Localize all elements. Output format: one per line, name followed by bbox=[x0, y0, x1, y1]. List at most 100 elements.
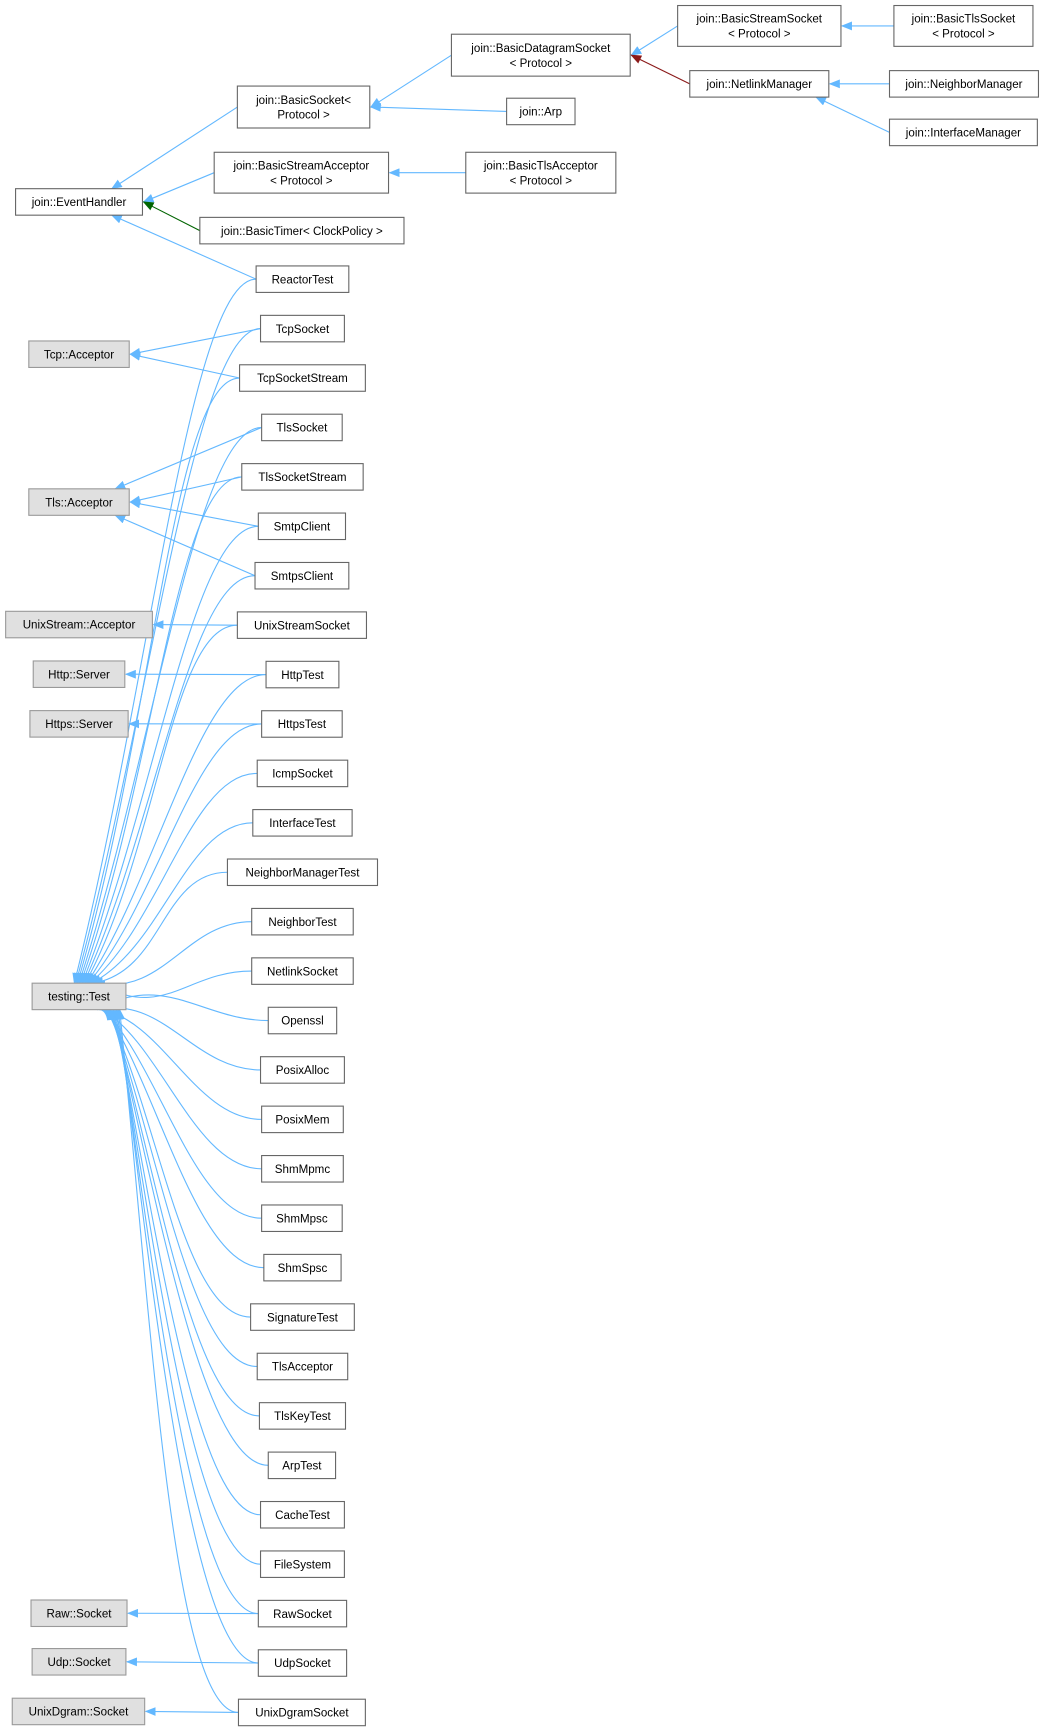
class-node-tlssocketstream[interactable]: TlsSocketStream bbox=[241, 463, 364, 491]
edge-tlssocket-to-testingtest bbox=[77, 426, 262, 985]
node-box bbox=[236, 85, 371, 129]
node-label: Http::Server bbox=[48, 669, 110, 681]
class-node-basictlsacceptor[interactable]: join::BasicTlsAcceptor< Protocol > bbox=[465, 151, 617, 194]
class-node-signaturetest[interactable]: SignatureTest bbox=[250, 1303, 355, 1331]
class-node-reactortest[interactable]: ReactorTest bbox=[255, 265, 350, 293]
node-label: Tls::Acceptor bbox=[45, 497, 113, 509]
class-node-interfacemanager[interactable]: join::InterfaceManager bbox=[888, 118, 1038, 147]
class-node-basicsocket[interactable]: join::BasicSocket<Protocol > bbox=[236, 85, 371, 129]
node-label: < Protocol > bbox=[510, 175, 573, 187]
node-box bbox=[29, 710, 129, 738]
edge-reactortest-to-eventhandler bbox=[110, 214, 257, 280]
node-label: testing::Test bbox=[48, 992, 111, 1004]
node-label: RawSocket bbox=[273, 1609, 332, 1621]
node-box bbox=[261, 1155, 344, 1183]
class-node-unixdgramsocketbase: UnixDgram::Socket bbox=[11, 1697, 146, 1726]
class-node-icmpsocket[interactable]: IcmpSocket bbox=[256, 759, 349, 788]
class-node-tlssocket[interactable]: TlsSocket bbox=[261, 413, 343, 442]
edge-icmpsocket-to-testingtest bbox=[89, 772, 258, 984]
class-node-basicdatagramsocket[interactable]: join::BasicDatagramSocket< Protocol > bbox=[450, 33, 631, 77]
class-node-unixdgramsocket[interactable]: UnixDgramSocket bbox=[237, 1698, 366, 1727]
class-node-neighbormanager[interactable]: join::NeighborManager bbox=[888, 70, 1040, 98]
class-node-smtpclient[interactable]: SmtpClient bbox=[257, 512, 347, 541]
edge-shmmpmc-to-testingtest bbox=[101, 1009, 262, 1170]
class-node-tcpsocket[interactable]: TcpSocket bbox=[259, 314, 345, 343]
class-node-httpstest[interactable]: HttpsTest bbox=[261, 710, 343, 738]
node-box bbox=[15, 188, 144, 216]
class-node-smtpsclient[interactable]: SmtpsClient bbox=[254, 561, 350, 590]
node-box bbox=[256, 759, 349, 788]
class-node-arp[interactable]: join::Arp bbox=[506, 97, 576, 126]
class-node-shmmpsc[interactable]: ShmMpsc bbox=[261, 1204, 343, 1233]
node-label: PosixAlloc bbox=[276, 1065, 330, 1077]
class-node-tlsacceptortest[interactable]: TlsAcceptor bbox=[256, 1352, 349, 1381]
class-node-neighbortest[interactable]: NeighborTest bbox=[251, 907, 354, 936]
class-node-filesystem[interactable]: FileSystem bbox=[259, 1550, 345, 1578]
class-node-basictlssocket[interactable]: join::BasicTlsSocket< Protocol > bbox=[893, 4, 1034, 47]
node-box bbox=[259, 1550, 345, 1578]
node-label: UdpSocket bbox=[274, 1658, 331, 1670]
class-nodes: join::EventHandler join::BasicSocket<Prot… bbox=[5, 4, 1040, 1727]
class-node-httptest[interactable]: HttpTest bbox=[265, 660, 340, 689]
class-node-tcpsocketstream[interactable]: TcpSocketStream bbox=[239, 364, 366, 392]
node-label: NeighborManagerTest bbox=[246, 867, 361, 879]
node-box bbox=[450, 33, 631, 77]
edge-filesystem-to-testingtest bbox=[112, 1008, 261, 1565]
node-box bbox=[257, 512, 347, 541]
edge-unixdgramsocket-to-unixdgramsocketbase bbox=[144, 1707, 239, 1716]
class-node-netlinksocket[interactable]: NetlinkSocket bbox=[251, 957, 354, 985]
class-node-basictimer[interactable]: join::BasicTimer< ClockPolicy > bbox=[199, 216, 405, 245]
class-node-eventhandler[interactable]: join::EventHandler bbox=[15, 188, 144, 216]
node-box bbox=[11, 1697, 146, 1726]
node-label: ReactorTest bbox=[272, 274, 335, 286]
node-box bbox=[256, 1352, 349, 1381]
node-label: join::NeighborManager bbox=[904, 79, 1022, 91]
node-label: join::BasicTimer< ClockPolicy > bbox=[220, 226, 383, 238]
class-node-posixmem[interactable]: PosixMem bbox=[261, 1105, 344, 1134]
node-label: join::InterfaceManager bbox=[905, 128, 1021, 140]
node-box bbox=[265, 660, 340, 689]
class-node-shmmpmc[interactable]: ShmMpmc bbox=[261, 1155, 344, 1183]
node-label: NeighborTest bbox=[268, 917, 337, 929]
node-label: join::Arp bbox=[519, 107, 562, 119]
node-label: UnixStreamSocket bbox=[254, 620, 351, 632]
node-label: SmtpClient bbox=[274, 521, 331, 533]
edge-smtpsclient-to-tlsacceptor bbox=[114, 514, 256, 577]
class-node-basicstreamsocket[interactable]: join::BasicStreamSocket< Protocol > bbox=[677, 4, 842, 47]
node-label: Udp::Socket bbox=[47, 1657, 111, 1669]
node-box bbox=[677, 4, 842, 47]
class-node-tlsacceptor: Tls::Acceptor bbox=[28, 488, 130, 516]
node-box bbox=[259, 1500, 345, 1529]
edge-smtpclient-to-tlsacceptor bbox=[129, 499, 259, 527]
node-box bbox=[28, 488, 130, 516]
class-node-tlskeytest[interactable]: TlsKeyTest bbox=[258, 1402, 347, 1430]
edge-smtpsclient-to-testingtest bbox=[83, 575, 256, 985]
class-node-netlinkmanager[interactable]: join::NetlinkManager bbox=[689, 70, 830, 98]
node-box bbox=[226, 858, 379, 887]
class-node-rawsocket[interactable]: RawSocket bbox=[257, 1599, 348, 1628]
node-label: TlsAcceptor bbox=[272, 1362, 333, 1374]
class-node-neighbormanagertest[interactable]: NeighborManagerTest bbox=[226, 858, 379, 887]
class-node-udpsocket[interactable]: UdpSocket bbox=[257, 1649, 348, 1677]
class-node-openssl[interactable]: Openssl bbox=[267, 1006, 338, 1035]
edge-tlskeytest-to-testingtest bbox=[108, 1008, 260, 1417]
edge-shmspsc-to-testingtest bbox=[104, 1008, 264, 1269]
edge-udpsocket-to-udpsocketbase bbox=[125, 1657, 259, 1667]
node-box bbox=[258, 1402, 347, 1430]
node-box bbox=[31, 982, 127, 1011]
class-node-cachetest[interactable]: CacheTest bbox=[259, 1500, 345, 1529]
edge-arp-to-basicsocket bbox=[369, 102, 507, 112]
node-box bbox=[32, 660, 126, 688]
edge-shmmpsc-to-testingtest bbox=[103, 1008, 262, 1219]
class-node-basicstreamacceptor[interactable]: join::BasicStreamAcceptor< Protocol > bbox=[213, 151, 390, 194]
node-label: IcmpSocket bbox=[272, 769, 333, 781]
class-node-posixalloc[interactable]: PosixAlloc bbox=[259, 1056, 345, 1084]
node-box bbox=[252, 809, 353, 837]
class-node-arptest[interactable]: ArpTest bbox=[267, 1451, 337, 1480]
class-node-httpsserver: Https::Server bbox=[29, 710, 129, 738]
node-box bbox=[888, 118, 1038, 147]
class-node-shmspsc[interactable]: ShmSpsc bbox=[263, 1253, 342, 1282]
node-label: ShmSpsc bbox=[278, 1263, 328, 1275]
class-node-unixstreamsocket[interactable]: UnixStreamSocket bbox=[236, 611, 368, 639]
class-node-interfacetest[interactable]: InterfaceTest bbox=[252, 809, 353, 837]
